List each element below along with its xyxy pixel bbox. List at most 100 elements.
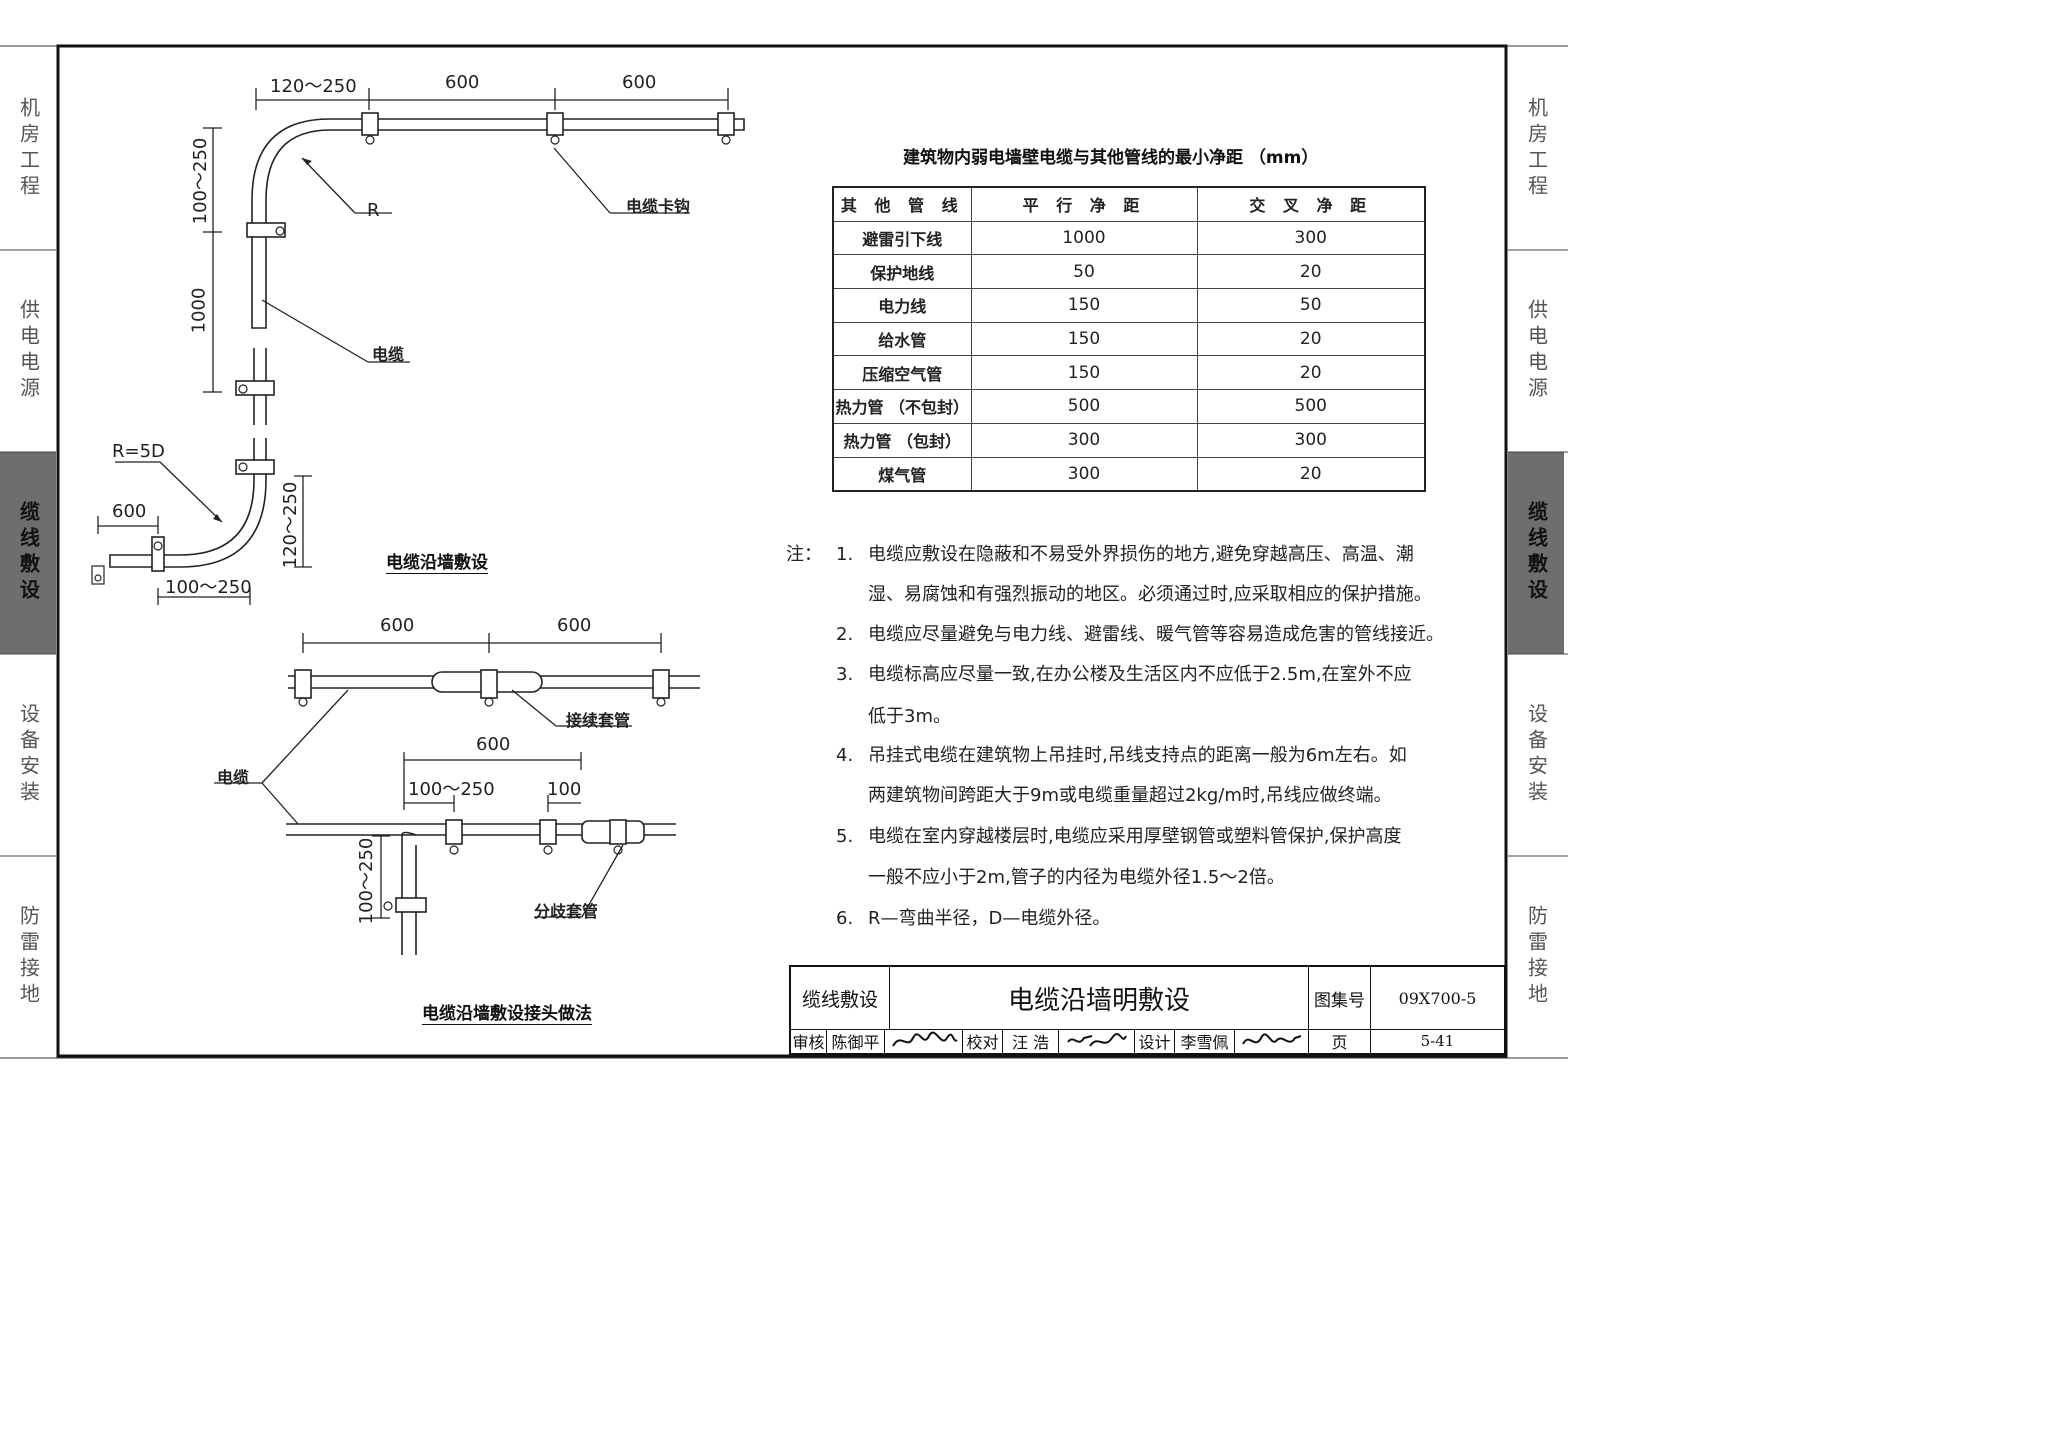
side-tab-right-2[interactable]: 缆线敷设	[1508, 452, 1564, 654]
note-item: 6. R—弯曲半径，D—电缆外径。	[836, 904, 1110, 930]
cable-hook-clip	[235, 380, 275, 396]
cable-joint-run	[288, 675, 700, 689]
review-label: 审核	[791, 1029, 827, 1053]
check-label: 校对	[963, 1029, 1003, 1053]
cross-distance-cell: 20	[1196, 254, 1426, 290]
side-tab-label: 设备安装	[1524, 703, 1549, 807]
dim-left-a: 100～250	[190, 137, 211, 225]
dim-span-a: 600	[380, 615, 415, 636]
table-header-cell: 其 他 管 线	[832, 186, 972, 222]
dim-left-b: 1000	[188, 287, 210, 334]
side-tab-label: 设备安装	[16, 703, 41, 807]
reviewer-name: 陈御平	[827, 1029, 885, 1053]
note-number: 2.	[836, 624, 854, 645]
note-item: 1.电缆应敷设在隐蔽和不易受外界损伤的地方,避免穿越高压、高温、潮	[836, 540, 1414, 566]
title-block: 缆线敷设 电缆沿墙明敷设 图集号 09X700-5 审核 陈御平 校对 汪 浩 …	[789, 965, 1506, 1055]
reviewer-signature	[885, 1029, 963, 1053]
note-item: 4. 吊挂式电缆在建筑物上吊挂时,吊线支持点的距离一般为6m左右。如	[836, 741, 1407, 767]
cross-distance-cell: 20	[1196, 355, 1426, 391]
side-tab-left-1[interactable]: 供电电源	[0, 250, 56, 452]
section-name: 缆线敷设	[791, 967, 890, 1029]
note-text: 湿、易腐蚀和有强烈振动的地区。必须通过时,应采取相应的保护措施。	[868, 584, 1432, 605]
table-header-cell: 平 行 净 距	[970, 186, 1198, 222]
side-tab-label: 机房工程	[16, 97, 41, 201]
cable-hook-clip	[609, 819, 627, 845]
note-item: 5. 电缆在室内穿越楼层时,电缆应采用厚壁钢管或塑料管保护,保护高度	[836, 822, 1401, 848]
pipe-name-cell: 避雷引下线	[832, 220, 972, 256]
parallel-distance-cell: 300	[970, 456, 1198, 492]
side-tab-label: 机房工程	[1524, 97, 1549, 201]
side-tab-right-0[interactable]: 机房工程	[1508, 48, 1564, 250]
side-tab-right-4[interactable]: 防雷接地	[1508, 856, 1564, 1058]
cable-hook-clip	[294, 669, 312, 699]
cable-hook-clip	[151, 536, 165, 572]
note-text: R—弯曲半径，D—电缆外径。	[868, 908, 1111, 929]
design-label: 设计	[1135, 1029, 1175, 1053]
note-number: 4.	[836, 745, 854, 766]
drawing-sheet: 机房工程 供电电源 缆线敷设 设备安装 防雷接地 机房工程 供电电源 缆线敷设 …	[0, 44, 1568, 1059]
cable-hook-clip	[235, 459, 275, 475]
side-tab-right-3[interactable]: 设备安装	[1508, 654, 1564, 856]
note-text: 电缆在室内穿越楼层时,电缆应采用厚壁钢管或塑料管保护,保护高度	[868, 826, 1402, 847]
dim-bend-height: 120～250	[280, 481, 301, 569]
cable-label-2: 电缆	[217, 768, 250, 787]
title-block-divider	[791, 1029, 1504, 1030]
checker-signature	[1059, 1029, 1135, 1053]
parallel-distance-cell: 50	[970, 254, 1198, 290]
cable-hook-clip	[246, 222, 286, 238]
parallel-distance-cell: 150	[970, 288, 1198, 323]
cable-hook-clip	[395, 897, 427, 913]
pipe-name-cell: 电力线	[832, 288, 972, 323]
branch-sleeve-label: 分歧套管	[534, 902, 599, 921]
note-text: 低于3m。	[868, 706, 951, 727]
note-text: 电缆应尽量避免与电力线、避雷线、暖气管等容易造成危害的管线接近。	[868, 624, 1444, 645]
radius-label: R	[367, 200, 380, 221]
note-number: 6.	[836, 908, 854, 929]
pipe-name-cell: 保护地线	[832, 254, 972, 290]
note-number: 5.	[836, 826, 854, 847]
parallel-distance-cell: 500	[970, 389, 1198, 424]
caption-joint-method: 电缆沿墙敷设接头做法	[422, 1004, 592, 1024]
note-item: 2. 电缆应尽量避免与电力线、避雷线、暖气管等容易造成危害的管线接近。	[836, 620, 1444, 646]
dim-top-c: 600	[622, 72, 657, 93]
dim-top-b: 600	[445, 72, 480, 93]
side-tab-right-1[interactable]: 供电电源	[1508, 250, 1564, 452]
side-tab-label: 供电电源	[16, 299, 41, 403]
cable-top-run	[330, 118, 745, 131]
cable-hook-clip	[361, 112, 379, 136]
dim-top-a: 120～250	[270, 76, 357, 97]
atlas-label: 图集号	[1309, 967, 1371, 1029]
page-number: 5-41	[1420, 1032, 1455, 1050]
cable-hook-clip	[717, 112, 735, 136]
side-tab-left-4[interactable]: 防雷接地	[0, 856, 56, 1058]
note-text: 吊挂式电缆在建筑物上吊挂时,吊线支持点的距离一般为6m左右。如	[868, 745, 1407, 766]
side-tab-left-2[interactable]: 缆线敷设	[0, 452, 56, 654]
cable-branch-drop	[401, 831, 417, 955]
cable-hook-clip	[546, 112, 564, 136]
dim-branch-drop: 100～250	[356, 837, 377, 925]
side-tab-left-3[interactable]: 设备安装	[0, 654, 56, 856]
table-title: 建筑物内弱电墙壁电缆与其他管线的最小净距 （mm）	[903, 148, 1319, 168]
atlas-number: 09X700-5	[1398, 988, 1477, 1008]
cable-hook-clip	[445, 819, 463, 845]
dim-bend-run: 100～250	[165, 577, 252, 598]
dim-span-b: 600	[557, 615, 592, 636]
parallel-distance-cell: 150	[970, 355, 1198, 391]
cable-hook-clip	[539, 819, 557, 845]
note-item: 3.电缆标高应尽量一致,在办公楼及生活区内不应低于2.5m,在室外不应	[836, 660, 1412, 686]
side-tab-label: 缆线敷设	[16, 501, 41, 605]
cable-hook-clip	[480, 669, 498, 699]
joint-sleeve-label: 接续套管	[566, 711, 631, 730]
designer-signature	[1235, 1029, 1309, 1053]
page-label: 页	[1309, 1029, 1371, 1053]
side-tab-label: 缆线敷设	[1524, 501, 1549, 605]
side-tab-left-0[interactable]: 机房工程	[0, 48, 56, 250]
note-text: 一般不应小于2m,管子的内径为电缆外径1.5～2倍。	[868, 867, 1285, 888]
